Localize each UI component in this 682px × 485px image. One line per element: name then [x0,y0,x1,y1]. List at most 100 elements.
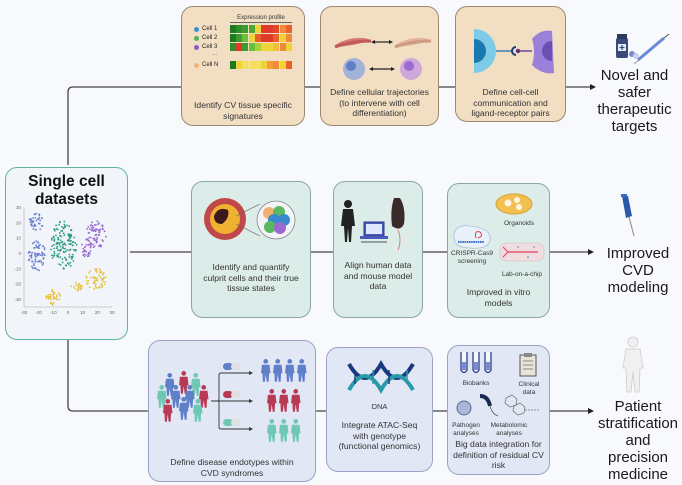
scatter-point [49,302,52,305]
heatmap-cell [242,25,249,33]
scatter-point [74,249,77,251]
human-body-icon [622,336,644,393]
heatmap-cell [273,61,280,69]
scatter-point [84,253,87,256]
scatter-point [62,227,65,230]
y-tick-label: 0 [18,251,21,256]
scatter-point [35,219,38,222]
caption-cellular-trajectories: Define cellular trajectories (to interve… [330,87,429,118]
scatter-point [95,277,98,280]
scatter-point [70,257,73,260]
scatter-point [104,276,107,279]
scatter-point [67,263,70,266]
scatter-point [45,295,48,298]
scatter-point [39,219,42,222]
pill-icon [231,419,241,426]
scatter-point [32,217,35,219]
scatter-point [59,245,62,248]
scatter-point [71,253,74,256]
scatter-point [38,253,41,255]
person-icon [171,385,181,408]
person-icon [261,359,271,382]
scatter-point [34,267,37,269]
label-crispr-cas9: CRISPR-Cas9 screening [451,250,493,265]
scatter-point [63,242,66,245]
scatter-point [59,256,62,259]
scatter-point [70,229,73,232]
scatter-point [33,246,35,249]
cell-dot [194,63,199,68]
heatmap-cell [230,43,236,51]
heatmap-cell [261,61,267,69]
box-align-human-mouse: Align human data and mouse model data [333,181,423,318]
scatter-point [55,294,58,296]
scatter-point [62,247,65,250]
scatter-point [105,235,107,238]
scatter-point [85,275,88,278]
scatter-point [93,237,96,240]
connector-top [67,86,590,165]
scatter-point [71,255,74,258]
scatter-point [30,222,33,225]
scatter-point [57,252,60,255]
scatter-point [87,280,90,282]
scatter-point [35,253,38,255]
heatmap-cell [267,61,274,69]
scatter-point [40,261,43,264]
heatmap-cell [261,25,267,33]
scatter-point [98,285,101,288]
scatter-point [91,221,94,224]
scatter-point [30,219,33,222]
scatter-point [31,224,33,227]
scatter-point [83,249,86,251]
cell-trajectory-icon [334,37,432,80]
scatter-point [50,238,53,241]
scatter-point [33,263,35,265]
scatter-point [28,218,31,221]
scatter-point [83,255,86,258]
heatmap-cell [279,25,286,33]
scatter-point [42,245,45,247]
cell-label: Cell N [202,62,219,68]
person-icon [163,399,173,422]
caption-cv-signatures: Identify CV tissue specific signatures [194,100,292,121]
y-tick-label: 20 [16,220,22,225]
heatmap-ellipsis: ... [212,51,218,57]
heatmap-cell [279,34,286,42]
scatter-point [96,279,98,282]
scatter-point [68,243,71,246]
scatter-point [57,236,59,239]
scatter-point [103,230,106,233]
scatter-point [98,286,100,289]
scatter-point [55,224,58,227]
scatter-point [36,268,39,271]
box-culprit-cells: Identify and quantify culprit cells and … [191,181,311,318]
scatter-point [64,258,67,260]
scatter-point [57,249,59,252]
heatmap-cell [273,43,280,51]
person-icon [291,389,301,412]
scatter-point [32,228,35,230]
scatter-point [89,244,92,247]
y-tick-label: -20 [14,282,21,287]
heatmap-cell [230,25,236,33]
scatter-point [63,223,66,226]
scatter-point [30,253,33,256]
heatmap-cell [279,43,286,51]
cell-dot [194,27,199,32]
scatter-point [64,244,67,246]
scatter-point [57,238,60,241]
scatter-point [58,293,61,296]
scatter-point [67,239,69,242]
person-icon [193,399,203,422]
scatter-point [33,241,36,244]
scatter-point [52,301,55,304]
scatter-point [74,242,77,244]
scatter-point [38,217,41,220]
heatmap-cell [254,61,261,69]
heatmap-cell [236,34,243,42]
scatter-point [71,244,74,247]
caption-atac-seq: Integrate ATAC-Seq with genotype (functi… [338,420,421,451]
